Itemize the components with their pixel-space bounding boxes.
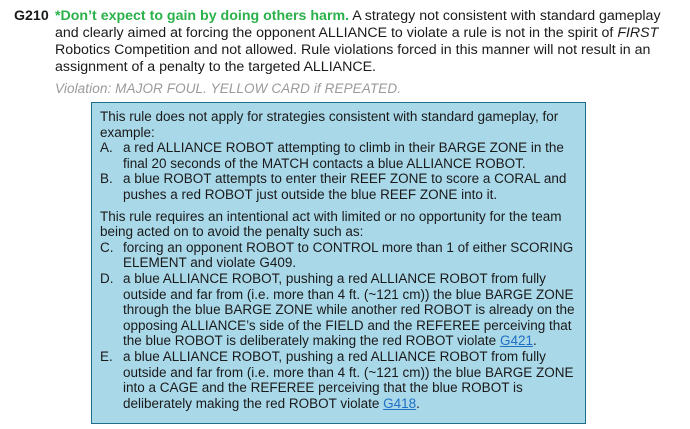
rule-body-italic: FIRST: [617, 25, 659, 41]
rule-title: *Don’t expect to gain by doing others ha…: [55, 8, 350, 24]
box-intro-2: This rule requires an intentional act wi…: [100, 208, 562, 240]
item-letter: B.: [100, 171, 113, 187]
item-text: a blue ALLIANCE ROBOT, pushing a red ALL…: [123, 348, 574, 411]
rule-text: *Don’t expect to gain by doing others ha…: [55, 8, 687, 76]
blue-box: This rule does not apply for strategies …: [91, 102, 586, 424]
item-letter: A.: [100, 140, 113, 156]
item-text: forcing an opponent ROBOT to CONTROL mor…: [123, 239, 574, 271]
item-text: a red ALLIANCE ROBOT attempting to climb…: [123, 140, 564, 171]
item-end: .: [532, 333, 537, 349]
item-letter: E.: [100, 348, 113, 364]
violation-text: Violation: MAJOR FOUL. YELLOW CARD if RE…: [55, 81, 402, 96]
item-end: .: [416, 395, 420, 411]
rule-body-part1: A strategy not consistent with standard …: [55, 8, 661, 41]
box-intro-1: This rule does not apply for strategies …: [100, 109, 559, 140]
item-letter: D.: [100, 270, 114, 286]
examples-list-2: C. forcing an opponent ROBOT to CONTROL …: [100, 240, 578, 412]
list-item: D. a blue ALLIANCE ROBOT, pushing a red …: [100, 271, 578, 349]
rule-link-g418[interactable]: G418: [383, 395, 417, 411]
rule-link-g421[interactable]: G421: [499, 333, 533, 349]
list-item: B. a blue ROBOT attempts to enter their …: [100, 171, 578, 202]
rule-body-part2: Robotics Competition and not allowed. Ru…: [55, 42, 651, 75]
item-letter: C.: [100, 239, 114, 255]
list-item: C. forcing an opponent ROBOT to CONTROL …: [100, 240, 578, 271]
rule-id: G210: [14, 8, 49, 24]
list-item: A. a red ALLIANCE ROBOT attempting to cl…: [100, 140, 578, 171]
examples-list-1: A. a red ALLIANCE ROBOT attempting to cl…: [100, 140, 578, 202]
list-item: E. a blue ALLIANCE ROBOT, pushing a red …: [100, 349, 578, 411]
item-text: a blue ALLIANCE ROBOT, pushing a red ALL…: [123, 270, 575, 349]
item-text: a blue ROBOT attempts to enter their REE…: [123, 171, 567, 202]
